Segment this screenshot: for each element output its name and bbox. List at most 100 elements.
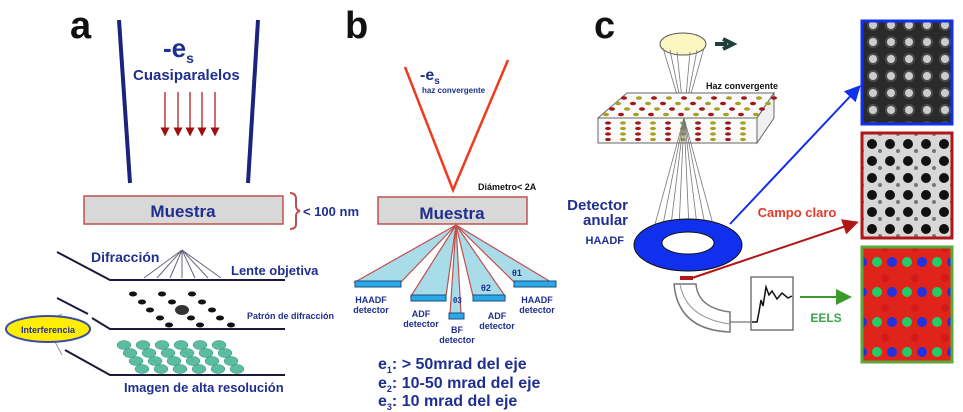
convergent-beam — [403, 59, 510, 194]
atom — [660, 101, 666, 106]
panel-b-label: b — [345, 5, 368, 47]
atom — [153, 364, 169, 374]
atom — [665, 121, 671, 125]
atom — [620, 137, 626, 142]
atom — [605, 121, 611, 125]
atom — [618, 112, 624, 117]
adf-detector-left — [410, 294, 447, 302]
haadf-image — [860, 19, 954, 126]
beam-left-wall — [117, 19, 132, 184]
atom — [192, 340, 208, 350]
sample-label-a: Muestra — [150, 202, 216, 221]
atom — [696, 96, 702, 100]
atom — [166, 356, 182, 366]
atom — [740, 132, 746, 136]
atom — [690, 101, 696, 106]
atom — [635, 121, 641, 125]
annular-detector-hole — [661, 231, 715, 255]
atom — [665, 137, 671, 142]
atom — [648, 112, 654, 117]
thickness-brace — [289, 192, 301, 230]
eels-label: EELS — [810, 311, 841, 325]
atom — [720, 101, 726, 106]
atom — [636, 96, 642, 100]
theta1-label: θ1 — [512, 268, 522, 278]
atom — [740, 137, 746, 142]
atom — [695, 121, 701, 125]
atom — [695, 126, 701, 131]
atom — [771, 96, 777, 100]
image-plane — [64, 349, 285, 376]
atom — [729, 107, 735, 111]
atom — [605, 132, 611, 136]
diameter-label: Diámetro< 2A — [478, 182, 537, 192]
interference-bubble — [5, 315, 91, 343]
eels-spectrometer — [673, 283, 731, 333]
atom — [154, 340, 170, 350]
atom — [609, 107, 615, 111]
atom — [710, 126, 716, 131]
atom — [710, 137, 716, 142]
haadf-detector-left — [354, 280, 402, 288]
atom — [711, 96, 717, 100]
parallel-beam-arrows — [160, 92, 220, 137]
atom — [725, 121, 731, 125]
thickness-label: < 100 nm — [303, 204, 359, 219]
atom — [666, 96, 672, 100]
atom — [650, 137, 656, 142]
electron-symbol-a: -es — [163, 33, 194, 66]
atom — [675, 101, 681, 106]
haadf-label-c: HAADF — [586, 235, 625, 247]
atom — [217, 348, 233, 358]
atom — [650, 132, 656, 136]
diffraction-rays — [143, 249, 222, 279]
interference-label: Interferencia — [21, 325, 76, 335]
atom — [693, 112, 699, 117]
atom — [759, 107, 765, 111]
atom — [615, 101, 621, 106]
atom — [122, 348, 138, 358]
atom — [663, 112, 669, 117]
atom — [639, 107, 645, 111]
atom — [750, 101, 756, 106]
atom — [210, 364, 226, 374]
atom — [116, 340, 132, 350]
angle-legend: e1: > 50mrad del eje e2: 10-50 mrad del … — [378, 356, 541, 412]
atom — [135, 340, 151, 350]
atom — [211, 340, 227, 350]
atom — [147, 356, 163, 366]
hr-image-atoms — [116, 340, 245, 374]
atom — [665, 126, 671, 131]
eels-map-image — [860, 245, 954, 364]
atom — [725, 137, 731, 142]
beam-type-label-a: Cuasiparalelos — [133, 67, 240, 84]
atom — [179, 348, 195, 358]
bright-field-arrow — [691, 219, 859, 279]
atom — [173, 340, 189, 350]
atom — [630, 101, 636, 106]
atom — [714, 107, 720, 111]
atom — [710, 132, 716, 136]
diffraction-spots — [129, 291, 235, 328]
atom — [635, 132, 641, 136]
atom — [705, 101, 711, 106]
atom — [635, 137, 641, 142]
angle-legend-row: e2: 10-50 mrad del eje — [378, 375, 541, 394]
atom — [621, 96, 627, 100]
eels-spectrum-box — [750, 276, 794, 331]
atom — [620, 121, 626, 125]
atom — [753, 112, 759, 117]
atom — [665, 132, 671, 136]
diffraction-plane — [56, 297, 285, 330]
objective-lens-label: Lente objetiva — [231, 263, 319, 278]
atom — [650, 126, 656, 131]
sample-slab-a — [83, 195, 284, 225]
atom — [684, 107, 690, 111]
